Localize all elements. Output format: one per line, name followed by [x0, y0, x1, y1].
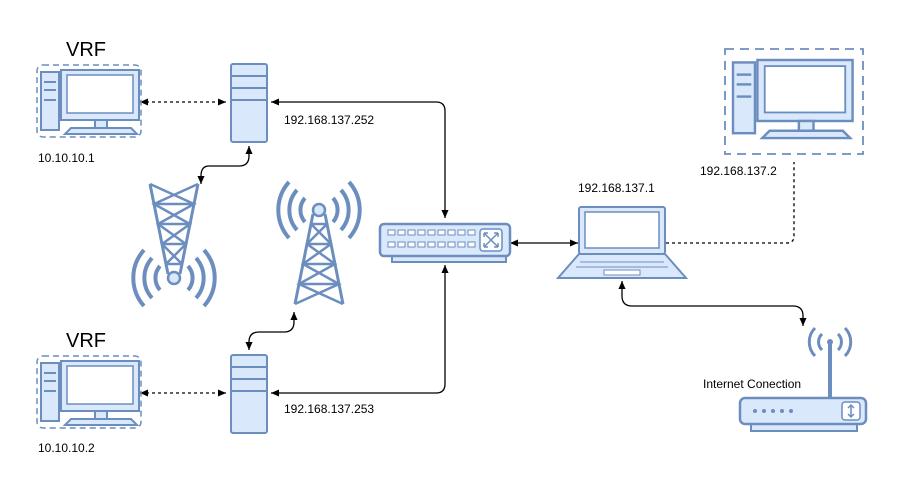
link-server-bottom-antenna: [245, 312, 298, 350]
remote-pc-ip: 192.168.137.2: [700, 164, 777, 178]
desktop-pc-icon[interactable]: [40, 360, 140, 426]
host-top-dashed-frame: [36, 64, 142, 138]
radio-tower-icon[interactable]: [276, 180, 362, 306]
radio-tower-icon[interactable]: [131, 182, 217, 308]
laptop-ip: 192.168.137.1: [578, 181, 655, 195]
host-top-ip: 10.10.10.1: [38, 151, 95, 165]
remote-pc-dashed-frame: [724, 48, 864, 155]
desktop-pc-icon[interactable]: [731, 58, 854, 140]
link-server-bottom-switch: [271, 265, 449, 397]
link-laptop-router: [618, 281, 807, 326]
wireless-router-icon[interactable]: [738, 326, 868, 432]
vrf-label-top: VRF: [66, 39, 106, 61]
server-bottom-ip: 192.168.137.253: [284, 402, 374, 416]
connections: [140, 98, 807, 397]
link-server-top-switch: [271, 98, 449, 218]
laptop-icon[interactable]: [555, 206, 689, 279]
desktop-pc-icon[interactable]: [40, 69, 140, 135]
router-label: Internet Conection: [703, 377, 801, 391]
link-laptop-remote-pc: [666, 162, 795, 244]
host-bottom-dashed-frame: [36, 355, 142, 429]
host-bottom-ip: 10.10.10.2: [38, 441, 95, 455]
tower-server-icon[interactable]: [230, 354, 268, 434]
link-server-top-antenna: [197, 146, 253, 184]
vrf-label-bottom: VRF: [66, 330, 106, 352]
tower-server-icon[interactable]: [230, 63, 268, 143]
server-top-ip: 192.168.137.252: [284, 113, 374, 127]
network-switch-icon[interactable]: [378, 222, 512, 263]
